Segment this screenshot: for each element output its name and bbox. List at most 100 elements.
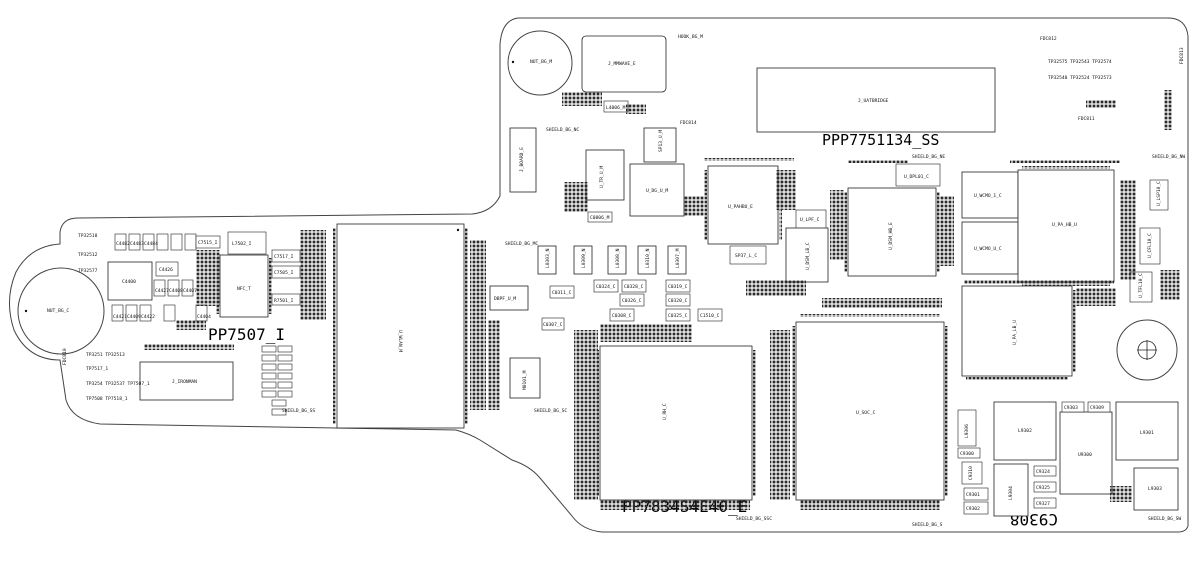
cap-c7515[interactable]: C7515_I: [195, 235, 221, 249]
inductor-l9304[interactable]: L9304: [993, 463, 1029, 517]
chip-u-dsm-hb-e[interactable]: U_DSM_HB_E: [844, 187, 940, 277]
chip-u-wlan-m[interactable]: U_WLAN_M: [333, 223, 468, 429]
fdc813-label: FDC813: [1179, 47, 1185, 64]
chip-sp37-l-c[interactable]: SP37_L_C: [729, 245, 767, 265]
chip-u9300[interactable]: U9300: [1059, 411, 1113, 495]
cap-c7505[interactable]: C7505_I: [271, 265, 301, 279]
cap-c9325[interactable]: C9325: [1033, 481, 1057, 493]
c4407-label: C4407: [183, 288, 197, 294]
tp7517-label: TP7517_1: [86, 366, 108, 372]
chip-m0101-m[interactable]: M0101_M: [509, 357, 541, 399]
cap-c0806[interactable]: C0806_M: [587, 211, 613, 223]
chip-u-dsm-lb-c[interactable]: U_DSM_LB_C: [785, 227, 829, 283]
cap-c9310[interactable]: C9310: [961, 461, 983, 485]
passive-column-left: [261, 345, 293, 416]
chip-sp13-u-m[interactable]: SP13_U_M: [643, 127, 677, 163]
cap-c9309[interactable]: C9309: [1087, 401, 1111, 413]
cap-c9302[interactable]: C9302: [963, 501, 989, 515]
inductor-l0308[interactable]: L0308_N: [607, 245, 627, 275]
inductor-l9303[interactable]: L9303: [1133, 467, 1179, 511]
chip-u-cfl10-c[interactable]: U_CFL10_C: [1139, 227, 1161, 265]
inductor-l0303[interactable]: L0303_N: [537, 245, 557, 275]
c9324-label: C9324: [1036, 469, 1050, 475]
shield-bg-ne-label: SHIELD_BG_NE: [912, 154, 945, 160]
chip-u-pa-hb-u[interactable]: U_PA_HB_U: [1017, 166, 1115, 286]
c9300-label: C9300: [960, 451, 974, 457]
chip-u-dg-u-m[interactable]: U_DG_U_M: [629, 163, 685, 217]
cap-c0320[interactable]: C0320_C: [665, 293, 691, 307]
chip-u-pa-lb-u[interactable]: U_PA_LB_U: [961, 285, 1076, 380]
connector-j-uatbridge[interactable]: J_UATBRIDGE: [756, 67, 996, 133]
cap-c4426[interactable]: C4426: [155, 261, 179, 277]
cap-c0325[interactable]: C0325_C: [665, 308, 691, 322]
u-dsm-lb-c-label: U_DSM_LB_C: [805, 242, 811, 270]
chip-nfc-t[interactable]: NFC_T: [216, 254, 272, 318]
res-r7501[interactable]: R7501_I: [271, 293, 301, 306]
u-wcmo-u-c-label: U_WCMO_U_C: [974, 246, 1002, 252]
mounting-hole-nut-bg-c: NUT_BG_C: [17, 267, 105, 355]
shield-bg-sw-label: SHIELD_BG_SW: [1148, 516, 1181, 522]
c9301-label: C9301: [966, 492, 980, 498]
chip-u-rh-c[interactable]: U_RH_C: [596, 345, 756, 501]
c7515-label: C7515_I: [198, 240, 218, 246]
chip-u-lsp10-c[interactable]: U_LSP10_C: [1149, 179, 1169, 211]
cap-c9300[interactable]: C9300: [957, 447, 981, 459]
cap-c0307[interactable]: C0307_C: [541, 317, 565, 331]
tp7507-label: TP3254 TP32537 TP7507_1: [86, 381, 150, 387]
c7505-label: C7505_I: [274, 270, 294, 276]
chip-u-wcmo-1-c[interactable]: U_WCMO_1_C: [961, 171, 1019, 219]
inductor-l9306[interactable]: L9306: [957, 409, 977, 447]
c7517-label: C7517_I: [274, 254, 294, 260]
cap-c0324[interactable]: C0324_C: [593, 279, 619, 293]
cap-c0308[interactable]: C0308_C: [609, 308, 635, 322]
chip-dbpf-u-m[interactable]: DBPF_U_M: [489, 285, 529, 311]
c0325-label: C0325_C: [668, 313, 688, 319]
hook-bg-m-label: HOOK_BG_M: [678, 34, 703, 40]
cap-c9303[interactable]: C9303: [1061, 401, 1085, 413]
inductor-l0309[interactable]: L0309_N: [573, 245, 593, 275]
c4484-label: C4484: [144, 241, 158, 247]
cap-c9327[interactable]: C9327: [1033, 497, 1057, 509]
shield-bg-sc-label: SHIELD_BG_SC: [534, 408, 567, 414]
l0308-label: L0308_N: [615, 248, 621, 268]
cap-c7517[interactable]: C7517_I: [271, 249, 301, 263]
chip-u-pahbu-e[interactable]: U_PAHBU_E: [704, 165, 782, 245]
chip-u-dpl01-c[interactable]: U_DPL01_C: [895, 163, 941, 187]
connector-j-ironman[interactable]: J_IRONMAN: [139, 361, 234, 401]
c0311-label: C0311_C: [552, 290, 572, 296]
cap-c1510[interactable]: C1510_C: [697, 308, 723, 322]
chip-u-tr-u-m[interactable]: U_TR_U_M: [585, 149, 625, 201]
l0310-label: L0310_N: [645, 248, 651, 268]
inductor-l0310[interactable]: L0310_N: [637, 245, 657, 275]
c0328-label: C0328_C: [624, 284, 644, 290]
tp32577-label: TP32577: [78, 268, 98, 274]
chip-u-lpf-c[interactable]: U_LPF_C: [795, 209, 827, 231]
u-pa-lb-u-label: U_PA_LB_U: [1012, 320, 1018, 345]
inductor-l4006[interactable]: L4006_M: [603, 100, 629, 113]
connector-j-board-e[interactable]: J_BOARD_E: [509, 127, 537, 193]
inductor-l9302[interactable]: L9302: [993, 401, 1057, 461]
nut-bg-c-label: NUT_BG_C: [47, 308, 69, 314]
cap-c9301[interactable]: C9301: [963, 487, 989, 501]
cap-c0328[interactable]: C0328_C: [621, 279, 647, 293]
cap-c0326[interactable]: C0326_C: [619, 293, 645, 307]
sp37-l-c-label: SP37_L_C: [735, 253, 757, 259]
mounting-hole-right: [1116, 319, 1178, 381]
inductor-l9301[interactable]: L9301: [1115, 401, 1179, 461]
chip-u-wcmo-u-c[interactable]: U_WCMO_U_C: [961, 221, 1019, 275]
cap-c0311[interactable]: C0311_C: [549, 285, 575, 299]
c0320-label: C0320_C: [668, 298, 688, 304]
inductor-l7502[interactable]: L7502_I: [227, 231, 267, 255]
cap-c0319[interactable]: C0319_C: [665, 279, 691, 293]
c4426-label: C4426: [159, 267, 173, 273]
inductor-l0307[interactable]: L0307_M: [667, 245, 687, 275]
cap-c9324[interactable]: C9324: [1033, 465, 1057, 477]
connector-j-mmwave-e[interactable]: J_MMWAVE_E: [581, 35, 667, 93]
chip-c4400[interactable]: C4400: [107, 261, 153, 301]
c4422-label: C4422: [141, 314, 155, 320]
tp32512-label: TP32512: [78, 252, 98, 258]
c4400-label: C4400: [122, 279, 136, 285]
chip-u-soc-c[interactable]: U_SOC_C: [792, 314, 948, 501]
board-outline: [9, 17, 1189, 533]
shield-bg-s-label: SHIELD_BG_S: [912, 522, 943, 528]
